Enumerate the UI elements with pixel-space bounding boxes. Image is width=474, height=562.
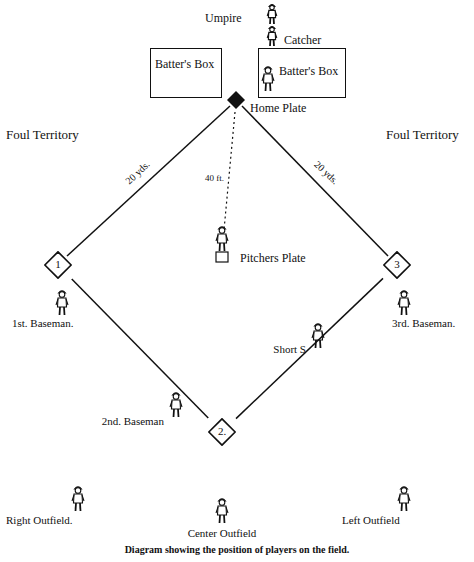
catcher-figure: [267, 27, 277, 46]
batters-box: Batter's Box: [150, 48, 222, 98]
base-line: [67, 106, 230, 256]
distance-label: 20 yds.: [124, 159, 152, 186]
foul-territory-label: Foul Territory: [6, 128, 79, 142]
pitch-distance-line: [224, 112, 235, 230]
box-label: Batter's Box: [155, 58, 214, 71]
pitchers-plate: [216, 252, 228, 262]
base-marker: 3: [383, 251, 411, 279]
home-plate: [227, 91, 245, 109]
box-label: Batter's Box: [279, 65, 338, 78]
base-number: 1: [55, 259, 61, 271]
player-label: Left Outfield: [342, 515, 400, 527]
home-plate-label: Home Plate: [250, 102, 306, 115]
batters-box: Batter's Box: [258, 48, 346, 98]
first-baseman-figure: [56, 291, 68, 315]
pitcher-figure: [216, 227, 228, 251]
umpire-figure: [267, 5, 277, 24]
center-fielder-figure: [216, 499, 228, 523]
right-fielder-figure: [72, 487, 84, 511]
distance-label: 40 ft.: [205, 174, 224, 183]
batter-figure: [262, 67, 274, 91]
third-baseman-figure: [398, 291, 410, 315]
figure-caption: Diagram showing the position of players …: [125, 544, 350, 555]
player-label: Short S: [273, 344, 306, 356]
player-label: 1st. Baseman.: [12, 318, 73, 330]
second-baseman-figure: [170, 393, 182, 417]
left-fielder-figure: [398, 487, 410, 511]
foul-territory-label: Foul Territory: [386, 128, 459, 142]
base-marker: 2.: [208, 418, 236, 446]
base-number: 2.: [218, 426, 226, 438]
player-label: 3rd. Baseman.: [392, 318, 455, 330]
base-line: [72, 279, 209, 418]
umpire-label: Umpire: [205, 12, 242, 25]
pitchers-plate-label: Pitchers Plate: [240, 252, 306, 265]
base-marker: 1: [44, 251, 72, 279]
catcher-label: Catcher: [284, 34, 321, 47]
player-label: Right Outfield.: [6, 515, 73, 527]
base-line: [236, 278, 383, 418]
base-number: 3: [394, 259, 400, 271]
player-label: 2nd. Baseman: [102, 416, 164, 428]
player-label: Center Outfield: [188, 528, 257, 540]
base-line: [242, 106, 388, 256]
